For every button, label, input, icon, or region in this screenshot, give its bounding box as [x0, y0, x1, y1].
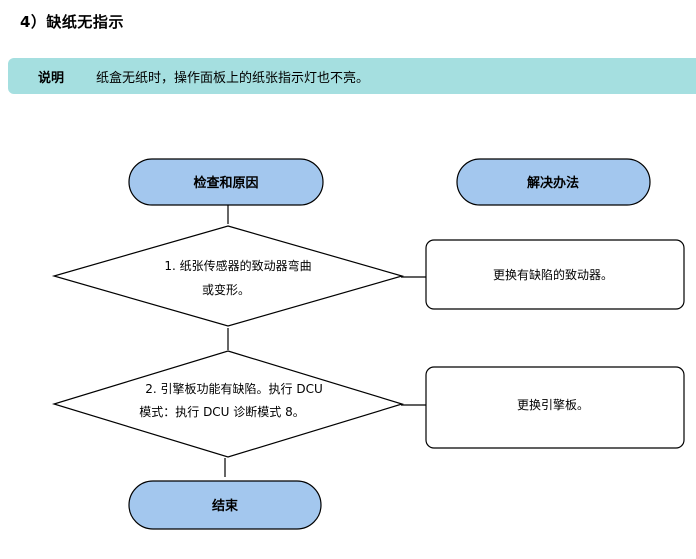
step2-decision-diamond: [51, 350, 405, 458]
check-header-label: 检查和原因: [193, 175, 258, 191]
step2-solution-box: [425, 366, 685, 449]
step2-text-line2: 模式：执行 DCU 诊断模式 8。: [139, 404, 304, 419]
step2-text-line1: 2. 引擎板功能有缺陷。执行 DCU: [145, 381, 322, 396]
connector-lines: [224, 205, 426, 477]
step1-text-line2: 或变形。: [202, 282, 250, 297]
description-label: 说明: [38, 70, 65, 86]
section-heading: 4）缺纸无指示: [20, 13, 124, 31]
description-bar: 说明 纸盒无纸时，操作面板上的纸张指示灯也不亮。: [8, 58, 696, 94]
check-header-terminal: [128, 158, 324, 206]
solution-header-label: 解决办法: [526, 175, 579, 191]
end-terminal: [128, 480, 322, 530]
description-text: 纸盒无纸时，操作面板上的纸张指示灯也不亮。: [96, 70, 370, 86]
end-label: 结束: [212, 498, 239, 514]
step1-solution-box: [425, 239, 685, 310]
step2-solution-text: 更换引擎板。: [517, 397, 589, 412]
step1-text-line1: 1. 纸张传感器的致动器弯曲: [164, 258, 311, 273]
step1-decision-diamond: [51, 225, 405, 327]
solution-header-terminal: [456, 158, 651, 206]
step1-solution-text: 更换有缺陷的致动器。: [493, 267, 613, 282]
